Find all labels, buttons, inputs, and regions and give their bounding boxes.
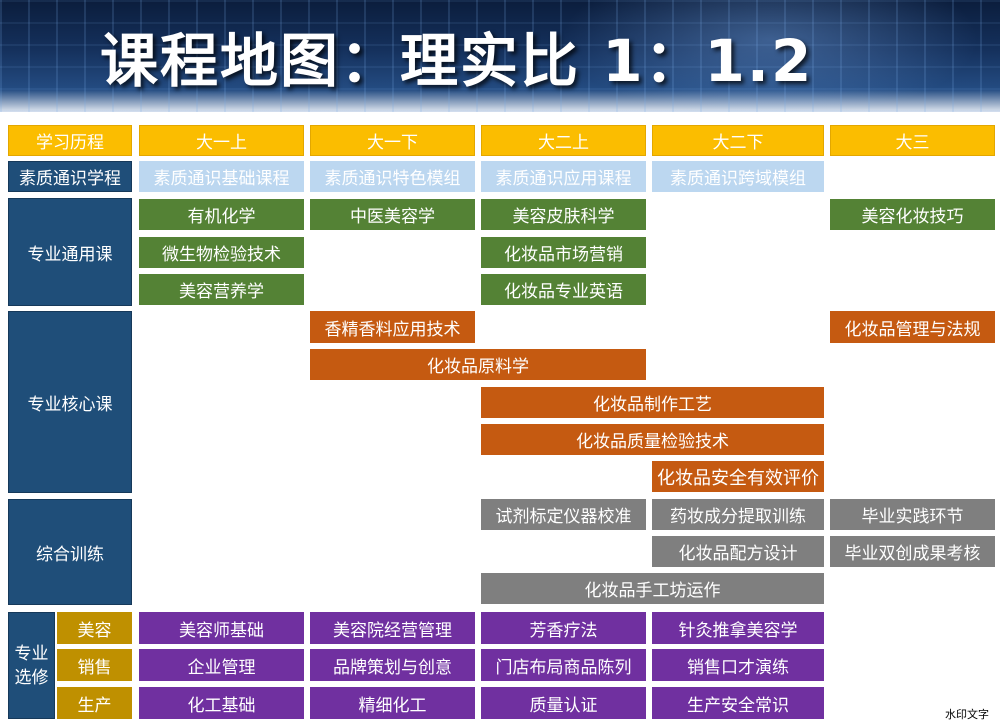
course-general-featured: 素质通识特色模组 [310,161,475,192]
elective-sales-speaking: 销售口才演练 [652,649,824,681]
elective-acupuncture-beauty: 针灸推拿美容学 [652,612,824,644]
category-professional-electives: 专业 选修 [8,612,55,719]
course-general-basic: 素质通识基础课程 [139,161,304,192]
elective-brand-planning: 品牌策划与创意 [310,649,475,681]
header-year3: 大三 [830,125,995,156]
elective-chemical-basics: 化工基础 [139,687,304,719]
course-cosmetics-marketing: 化妆品市场营销 [481,237,646,268]
category-general-education: 素质通识学程 [8,161,132,192]
course-cosmetic-safety-evaluation: 化妆品安全有效评价 [652,461,824,492]
course-cosmetic-quality-testing: 化妆品质量检验技术 [481,424,824,455]
banner-grid-pattern [0,0,1000,112]
category-professional-general: 专业通用课 [8,198,132,306]
header-year2-fall: 大二上 [481,125,646,156]
elective-salon-management: 美容院经营管理 [310,612,475,644]
course-cosmetics-english: 化妆品专业英语 [481,274,646,305]
course-cosmetics-regulations: 化妆品管理与法规 [830,311,995,343]
training-reagent-calibration: 试剂标定仪器校准 [481,499,646,530]
course-cosmetic-raw-materials: 化妆品原料学 [310,349,646,380]
page-title: 课程地图：理实比 1：1.2 [100,27,814,95]
elective-production-safety: 生产安全常识 [652,687,824,719]
watermark-text: 水印文字 [945,708,989,721]
header-year1-spring: 大一下 [310,125,475,156]
header-year1-fall: 大一上 [139,125,304,156]
title-banner [0,0,1000,112]
course-fragrance-technology: 香精香料应用技术 [310,311,475,343]
category-comprehensive-training: 综合训练 [8,499,132,605]
course-general-applied: 素质通识应用课程 [481,161,646,192]
course-cosmetic-production-process: 化妆品制作工艺 [481,387,824,418]
course-general-cross-domain: 素质通识跨域模组 [652,161,824,192]
elective-store-layout: 门店布局商品陈列 [481,649,646,681]
elective-fine-chemicals: 精细化工 [310,687,475,719]
elective-track-production: 生产 [57,687,132,719]
course-cosmetic-dermatology: 美容皮肤科学 [481,199,646,230]
elective-track-beauty: 美容 [57,612,132,644]
training-handmade-workshop: 化妆品手工坊运作 [481,573,824,604]
training-graduation-practice: 毕业实践环节 [830,499,995,530]
training-ingredient-extraction: 药妆成分提取训练 [652,499,824,530]
category-professional-core: 专业核心课 [8,311,132,493]
course-organic-chemistry: 有机化学 [139,199,304,230]
course-tcm-beauty: 中医美容学 [310,199,475,230]
elective-aromatherapy: 芳香疗法 [481,612,646,644]
training-formula-design: 化妆品配方设计 [652,536,824,567]
elective-enterprise-management: 企业管理 [139,649,304,681]
header-learning-path: 学习历程 [8,125,132,156]
header-year2-spring: 大二下 [652,125,824,156]
course-microbial-testing: 微生物检验技术 [139,237,304,268]
elective-beauty-basics: 美容师基础 [139,612,304,644]
training-innovation-assessment: 毕业双创成果考核 [830,536,995,567]
course-makeup-skills: 美容化妆技巧 [830,199,995,230]
elective-quality-certification: 质量认证 [481,687,646,719]
elective-track-sales: 销售 [57,649,132,681]
banner-glow [560,0,980,112]
course-beauty-nutrition: 美容营养学 [139,274,304,305]
